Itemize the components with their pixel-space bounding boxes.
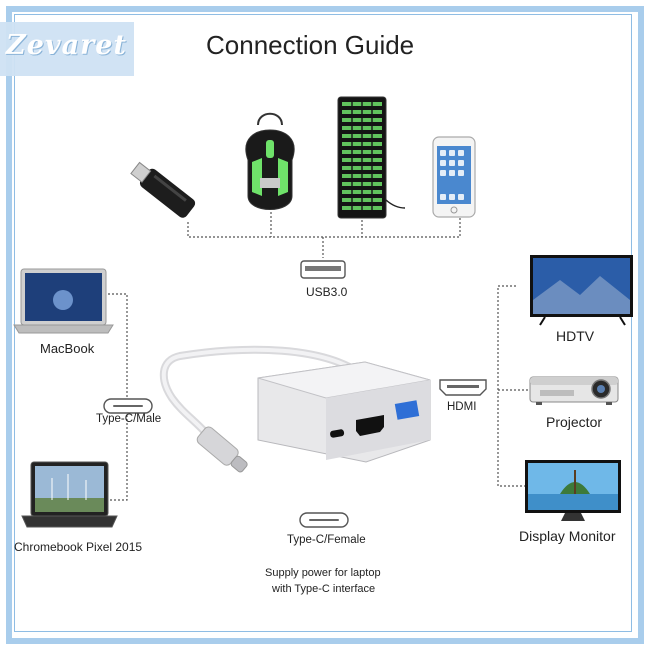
hdtv-label: HDTV [556, 328, 595, 344]
usb-c-hub-adapter-icon [159, 345, 431, 473]
gaming-mouse-icon [245, 112, 295, 210]
type-c-female-symbol-icon [299, 512, 349, 528]
page-title: Connection Guide [206, 30, 415, 60]
type-c-male-label: Type-C/Male [96, 413, 162, 425]
backlit-keyboard-icon [337, 96, 406, 219]
hdmi-label: HDMI [447, 401, 477, 413]
tv-icon [530, 255, 633, 326]
power-note-line-2: with Type-C interface [272, 583, 376, 595]
projector-label: Projector [546, 414, 603, 430]
power-note-line-1: Supply power for laptop [265, 567, 381, 579]
macbook-label: MacBook [40, 341, 95, 356]
display-monitor-label: Display Monitor [519, 528, 616, 544]
smartphone-icon [432, 136, 476, 218]
usb30-label: USB3.0 [306, 285, 348, 299]
laptop-icon [13, 268, 114, 334]
laptop-icon [21, 461, 118, 528]
usb-flash-drive-icon [130, 161, 196, 218]
type-c-male-symbol-icon [103, 398, 153, 414]
monitor-icon [525, 460, 621, 521]
type-c-female-label: Type-C/Female [287, 534, 366, 546]
decorative-frame-inner [14, 14, 632, 632]
usb-port-symbol-icon [300, 260, 346, 279]
display-bracket-line [497, 285, 525, 487]
usb-device-bus-line [187, 212, 461, 238]
projector-icon [529, 376, 619, 405]
hdmi-symbol-icon [439, 379, 487, 396]
laptop-bracket-line [108, 293, 128, 501]
brand-logo: Zevaret [6, 30, 127, 61]
chromebook-label: Chromebook Pixel 2015 [14, 540, 143, 554]
brand-tag [0, 22, 134, 76]
decorative-frame [6, 6, 644, 644]
